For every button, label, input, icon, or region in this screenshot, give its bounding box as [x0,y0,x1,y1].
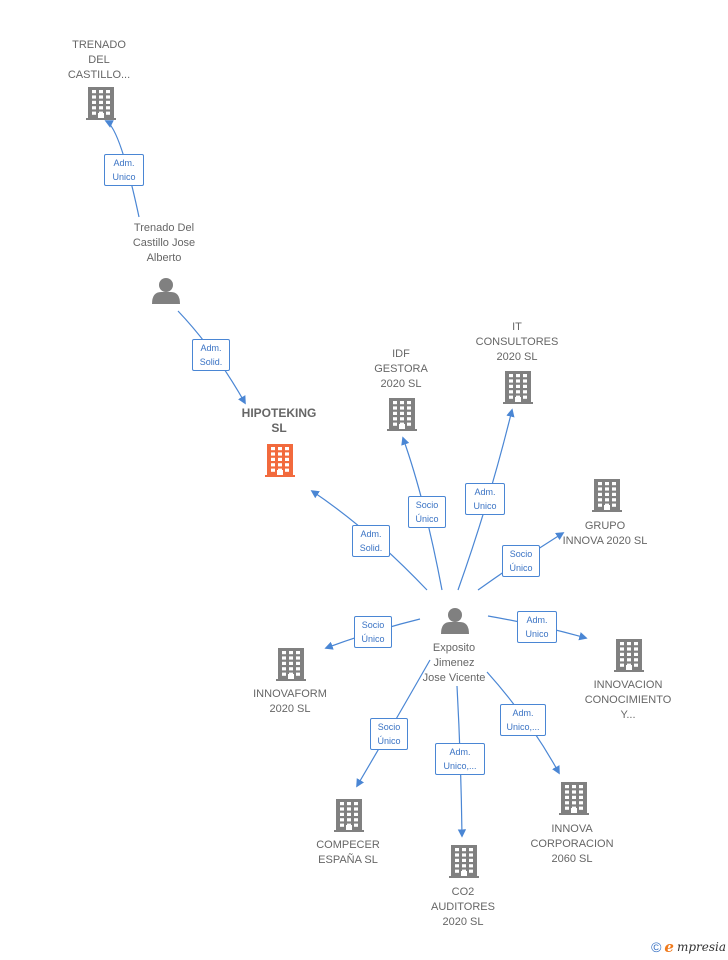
node-label-hipoteking[interactable]: HIPOTEKING SL [241,406,317,435]
building-icon-innovaform[interactable] [276,648,306,681]
node-label-innovaform[interactable]: INNOVAFORM 2020 SL [253,688,327,715]
brand-initial: e [664,938,674,956]
edge-label-exposito-grupo[interactable]: Socio Único [502,545,540,577]
node-label-trenado_p[interactable]: Trenado Del Castillo Jose Alberto [132,222,196,264]
edge-label-exposito-compecer[interactable]: Socio Único [370,718,408,750]
node-label-idf[interactable]: IDF GESTORA 2020 SL [374,348,428,390]
edge-label-exposito-co2[interactable]: Adm. Unico,... [435,743,485,775]
edge-trenado_p-trenado_co [104,120,140,218]
node-label-trenado_co[interactable]: TRENADO DEL CASTILLO... [67,39,131,81]
node-label-grupo[interactable]: GRUPO INNOVA 2020 SL [562,520,648,547]
edge-label-exposito-hipoteking[interactable]: Adm. Solid. [352,525,390,557]
building-icon-co2[interactable] [449,845,479,878]
edge-label-exposito-innova2060[interactable]: Adm. Unico,... [500,704,546,736]
building-icon-innova2060[interactable] [559,782,589,815]
building-icon-grupo[interactable] [592,479,622,512]
edge-label-trenado_p-hipoteking[interactable]: Adm. Solid. [192,339,230,371]
node-label-innovacion[interactable]: INNOVACION CONOCIMIENTO Y... [584,679,672,721]
copyright-icon: © [651,939,662,955]
building-icon-it[interactable] [503,371,533,404]
node-label-co2[interactable]: CO2 AUDITORES 2020 SL [431,886,495,928]
person-icon-trenado_p[interactable] [152,278,180,304]
brand-name: mpresia [676,940,726,954]
edge-label-exposito-idf[interactable]: Socio Único [408,496,446,528]
node-label-exposito[interactable]: Exposito Jimenez Jose Vicente [422,642,486,684]
building-icon-idf[interactable] [387,398,417,431]
edge-label-trenado_p-trenado_co[interactable]: Adm. Unico [104,154,144,186]
building-icon-innovacion[interactable] [614,639,644,672]
person-icon-exposito[interactable] [441,608,469,634]
building-icon-compecer[interactable] [334,799,364,832]
building-icon-trenado_co[interactable] [86,87,116,120]
node-label-innova2060[interactable]: INNOVA CORPORACION 2060 SL [530,823,614,865]
building-icon-hipoteking[interactable] [265,444,295,477]
node-label-it[interactable]: IT CONSULTORES 2020 SL [475,321,559,363]
edge-label-exposito-innovacion[interactable]: Adm. Unico [517,611,557,643]
edge-label-exposito-innovaform[interactable]: Socio Único [354,616,392,648]
node-label-compecer[interactable]: COMPECER ESPAÑA SL [316,839,380,866]
edge-label-exposito-it[interactable]: Adm. Unico [465,483,505,515]
